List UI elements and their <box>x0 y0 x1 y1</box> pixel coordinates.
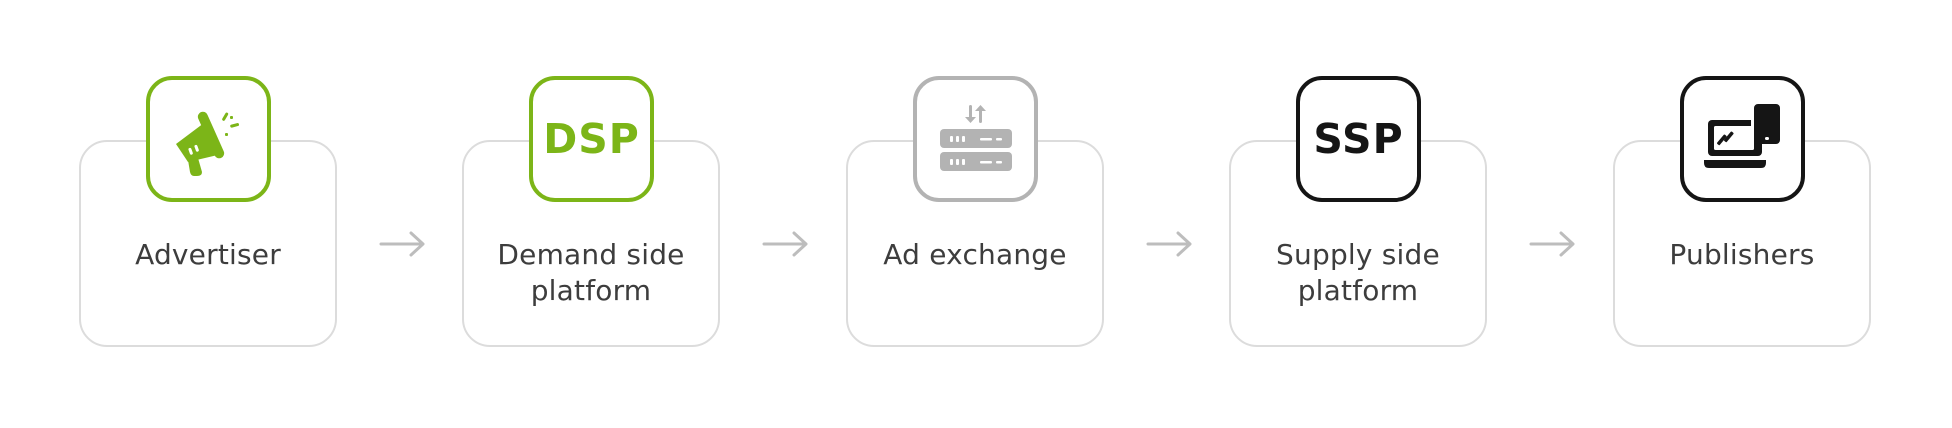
step-label-ad-exchange: Ad exchange <box>883 238 1067 271</box>
icon-tile-advertiser <box>146 76 271 202</box>
laptop-phone-icon <box>1703 102 1780 168</box>
dsp-text-icon: DSP <box>543 114 640 163</box>
right-arrow-icon <box>1529 231 1575 257</box>
icon-tile-dsp: DSP <box>529 76 654 202</box>
right-arrow-icon <box>1146 231 1192 257</box>
step-label-demand-side-platform: Demand side platform <box>497 238 685 307</box>
step-label-advertiser: Advertiser <box>135 238 281 271</box>
right-arrow-icon <box>762 231 808 257</box>
icon-tile-publishers <box>1680 76 1805 202</box>
icon-tile-ad-exchange <box>913 76 1038 202</box>
ssp-text-icon: SSP <box>1313 114 1404 163</box>
server-exchange-icon <box>939 105 1012 171</box>
step-label-supply-side-platform: Supply side platform <box>1276 238 1440 307</box>
icon-tile-ssp: SSP <box>1296 76 1421 202</box>
right-arrow-icon <box>379 231 425 257</box>
step-label-publishers: Publishers <box>1669 238 1815 271</box>
megaphone-icon <box>175 111 239 176</box>
